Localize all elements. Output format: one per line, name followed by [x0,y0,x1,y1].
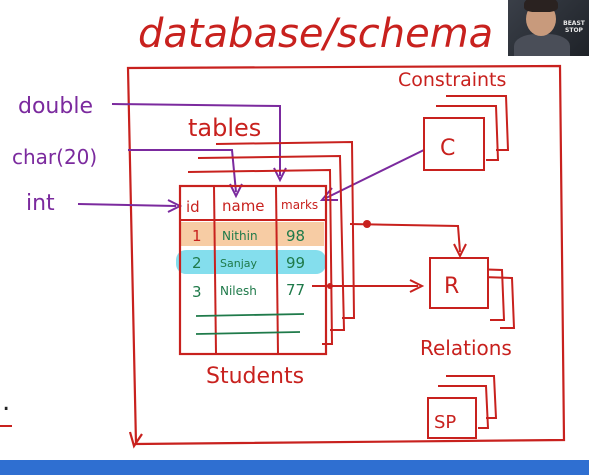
arrow-table-to-relations-upper [349,223,461,253]
presenter-shirt [514,34,570,56]
arrow-row-dot [327,283,333,289]
relation-box [429,257,489,309]
label-int: int [26,191,55,216]
placeholder-row-line-2 [195,331,301,335]
arrow-constraint-head [319,187,338,201]
row-2-name: Sanjay [220,257,257,270]
table-col-divider-2 [275,185,279,355]
constraint-box [423,117,485,171]
database-boundary-arrow [128,431,143,449]
arrow-row-head [409,279,425,293]
diagram-title: database/schema = d [138,11,578,57]
arrow-constraint-to-marks [325,147,429,199]
constraint-label-c: C [440,136,455,161]
sp-label: SP [434,412,456,433]
constraint-stack-back-1 [436,105,500,161]
bottom-bar [0,460,589,475]
table-col-divider-1 [213,185,217,355]
webcam-badge: BEAST STOP [563,20,585,34]
arrow-int-to-id [77,203,177,207]
sp-box [427,397,477,439]
students-table [178,184,328,356]
row-highlight-1 [181,222,324,246]
table-header-name: name [222,197,265,215]
constraint-stack-back-2 [446,95,510,151]
table-stack-back-2 [215,140,356,319]
webcam-overlay: BEAST STOP [508,0,589,56]
sp-stack-back-2 [446,375,498,419]
row-highlight-2 [176,250,326,274]
arrow-upper-head [453,243,467,259]
row-2-id: 2 [192,254,202,272]
side-mark: . [2,387,10,417]
label-relations: Relations [420,336,512,360]
label-char: char(20) [12,145,97,169]
row-3-name: Nilesh [220,284,257,298]
row-2-marks: 99 [286,254,305,272]
table-header-marks: marks [281,198,318,212]
arrow-char-head [229,183,243,199]
arrow-char-to-name [128,149,237,193]
label-tables: tables [188,114,261,142]
row-3-marks: 77 [286,281,305,299]
label-constraints: Constraints [398,69,506,91]
label-double: double [18,94,93,119]
row-1-marks: 98 [286,227,305,245]
row-1-id: 1 [192,227,202,245]
presenter-hair [524,0,558,12]
row-1-name: Nithin [222,229,258,243]
relation-label-r: R [444,274,459,299]
label-students: Students [206,364,304,389]
placeholder-row-line-1 [195,313,305,317]
table-header-id: id [186,198,200,216]
sp-stack-back-1 [438,385,490,429]
table-stack-back-1 [197,154,346,331]
row-3-id: 3 [192,283,202,301]
arrow-double-head [273,167,287,183]
database-boundary [126,64,566,446]
arrow-double-to-marks [111,103,281,176]
